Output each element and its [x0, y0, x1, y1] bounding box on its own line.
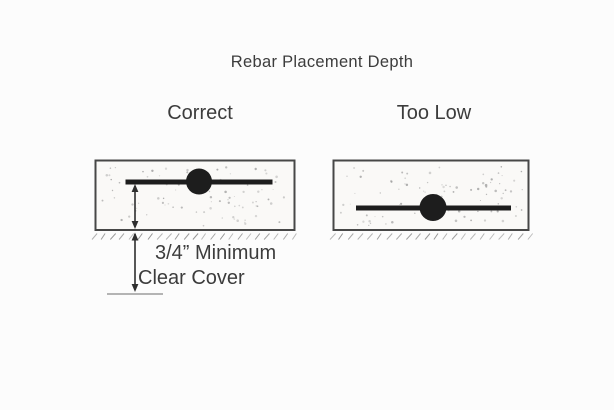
concrete-speckle-texture	[101, 166, 285, 227]
panel-label-too-low: Too Low	[396, 102, 472, 124]
rebar-cross-section-icon	[419, 194, 447, 221]
dimension-arrow	[131, 184, 139, 292]
clear-cover-annotation-line1: 3/4” Minimum	[155, 242, 277, 264]
diagram-title: Rebar Placement Depth	[230, 53, 414, 71]
clear-cover-annotation-line2: Clear Cover	[138, 267, 245, 289]
arrowhead-down-icon	[131, 284, 139, 292]
rebar-cross-section-icon	[186, 168, 212, 195]
arrowhead-down-icon	[131, 221, 139, 229]
arrowhead-up-icon	[131, 232, 139, 241]
ground-hatching	[91, 233, 297, 240]
ground-hatching	[329, 233, 534, 240]
panel-label-correct: Correct	[167, 102, 233, 124]
arrowhead-up-icon	[131, 184, 139, 192]
rebar-correct	[125, 168, 273, 195]
rebar-too-low	[356, 194, 511, 221]
